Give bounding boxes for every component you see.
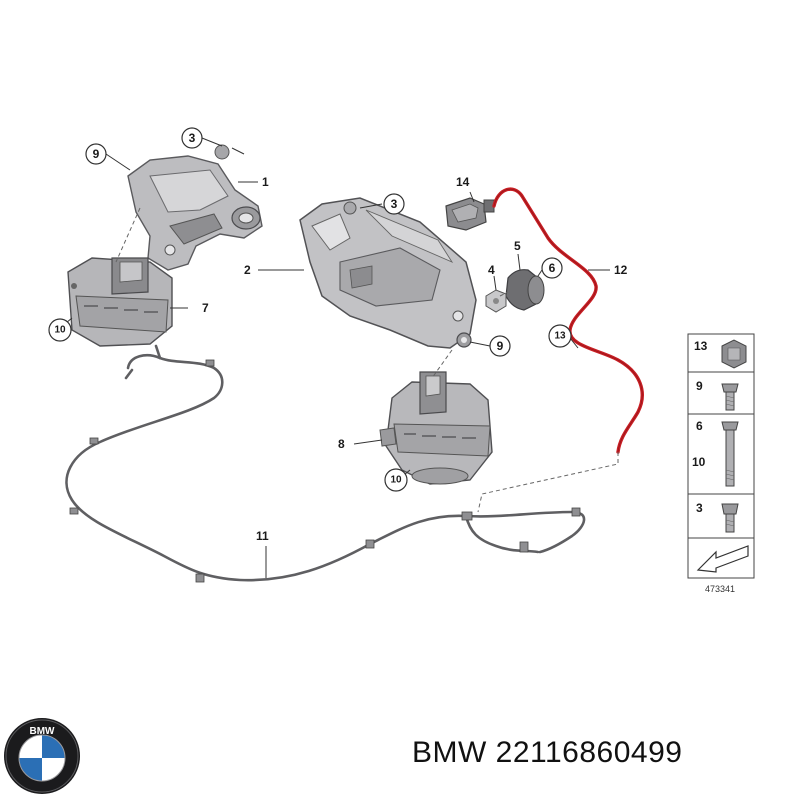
callout-10-left: 10 [48, 318, 72, 342]
diagram-number: 473341 [705, 584, 735, 594]
svg-text:9: 9 [497, 339, 504, 353]
callout-13: 13 [548, 324, 572, 348]
flange-bolt-short-icon [721, 383, 739, 411]
callout-6: 6 [541, 257, 563, 279]
engine-mount-right-part [379, 371, 493, 485]
vacuum-valve-part [445, 197, 495, 231]
callout-8: 8 [338, 437, 345, 451]
callout-11: 11 [256, 529, 269, 543]
bmw-logo: BMW [4, 718, 80, 794]
vacuum-line-part [492, 187, 644, 454]
hex-bolt-icon [721, 503, 739, 533]
legend-label-3: 3 [696, 501, 703, 515]
callout-4: 4 [488, 263, 495, 277]
bmw-logo-text: BMW [30, 726, 56, 737]
callout-2: 2 [244, 263, 251, 277]
callout-3-middle: 3 [383, 193, 405, 215]
svg-text:3: 3 [189, 131, 196, 145]
part-number-caption: BMW 22116860499 [412, 736, 683, 769]
legend-label-9: 9 [696, 379, 703, 393]
svg-text:10: 10 [390, 475, 402, 486]
svg-text:3: 3 [391, 197, 398, 211]
nut-part [485, 289, 507, 313]
callout-1: 1 [262, 175, 269, 189]
legend-label-6: 6 [696, 419, 703, 433]
svg-text:6: 6 [549, 261, 556, 275]
callout-7: 7 [202, 301, 209, 315]
svg-text:9: 9 [93, 147, 100, 161]
legend-label-10: 10 [692, 455, 706, 469]
callout-9-top: 9 [85, 143, 107, 165]
assembly-lines [115, 207, 509, 379]
callout-10-right: 10 [384, 468, 408, 492]
svg-text:13: 13 [554, 331, 566, 342]
fastener-legend: 13 9 6 10 3 473341 [687, 333, 755, 594]
flange-bolt-long-icon [721, 421, 739, 487]
hose-harness-part [65, 344, 586, 582]
legend-label-13: 13 [694, 339, 708, 353]
direction-arrow-icon [696, 545, 749, 573]
callout-12: 12 [614, 263, 628, 277]
rubber-bushing-part [505, 269, 545, 311]
engine-bracket-part [127, 144, 263, 271]
engine-mount-left-part [67, 257, 173, 347]
callout-5: 5 [514, 239, 521, 253]
callout-3-top: 3 [181, 127, 203, 149]
callout-14: 14 [456, 175, 470, 189]
clip-nut-icon [721, 339, 747, 369]
hose-clips [69, 359, 581, 583]
callout-9-middle: 9 [489, 335, 511, 357]
svg-text:10: 10 [54, 325, 66, 336]
support-bracket-part [299, 197, 477, 349]
